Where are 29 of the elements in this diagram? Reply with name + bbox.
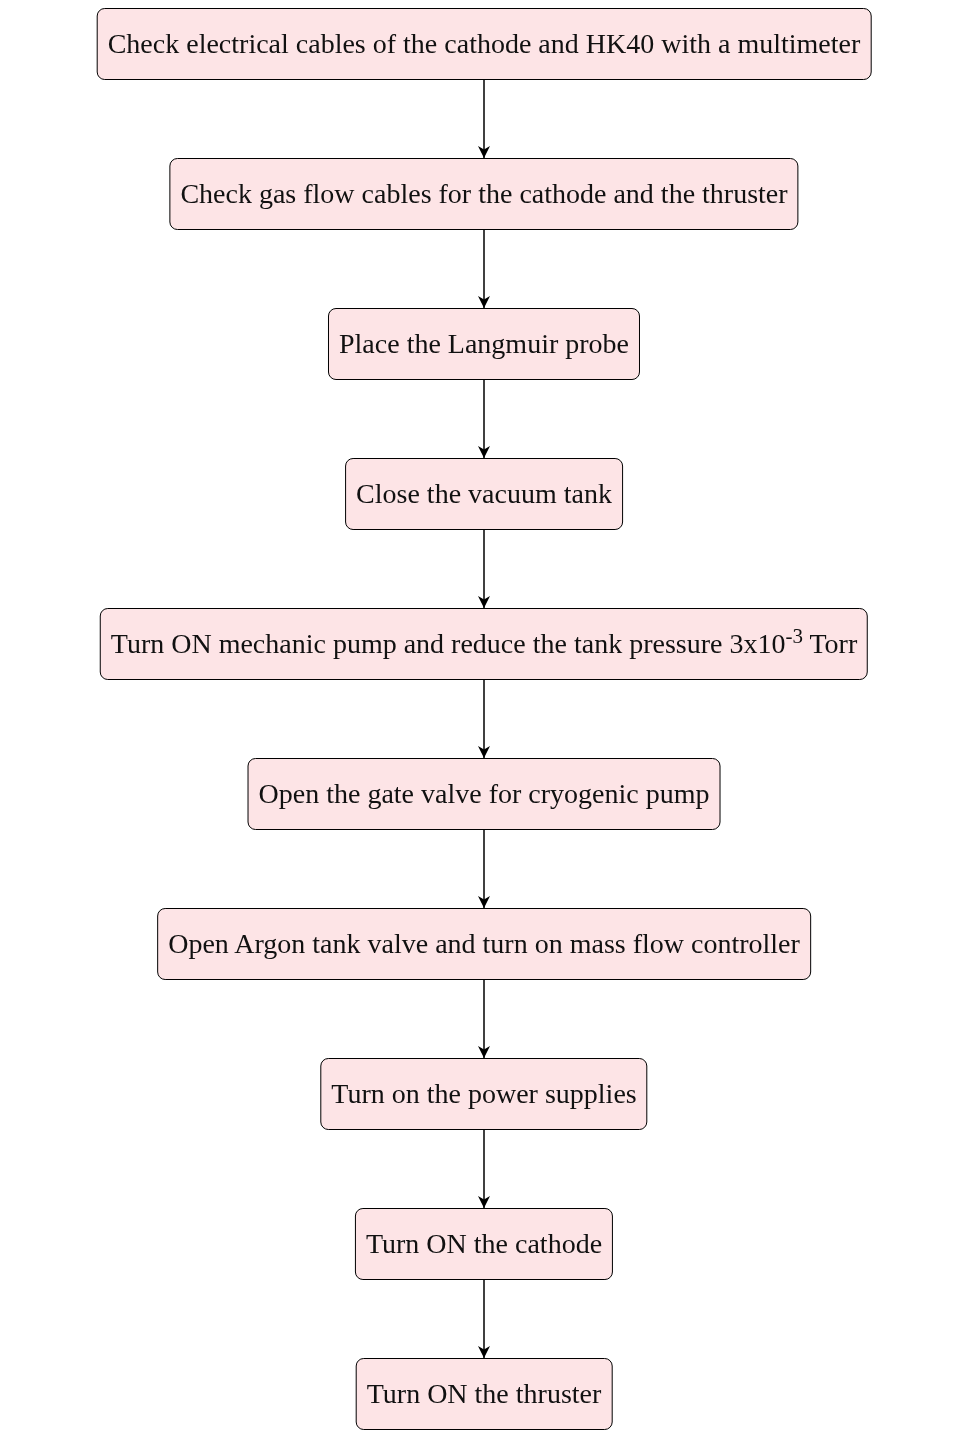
process-box: [328, 308, 640, 380]
process-box: [320, 1058, 648, 1130]
process-box: [355, 1358, 613, 1430]
step-text: Place the Langmuir probe: [339, 327, 629, 361]
arrow: [478, 679, 490, 759]
step-text: Open Argon tank valve and turn on mass flow controller: [168, 927, 800, 961]
arrow: [478, 1279, 490, 1359]
step-text: Turn on the power supplies: [331, 1077, 637, 1111]
step-text: Check electrical cables of the cathode and HK40 with a multimeter: [107, 27, 861, 61]
process-box: [157, 908, 811, 980]
arrow: [478, 1129, 490, 1209]
process-box: [345, 458, 623, 530]
process-box: [99, 608, 869, 680]
step-text: Check gas flow cables for the cathode and the thruster: [180, 177, 788, 211]
process-box: [247, 758, 721, 830]
step-text: Turn ON mechanic pump and reduce the tank pressure 3x10$^{-3}$ Torr: [110, 623, 858, 661]
process-box: [354, 1208, 614, 1280]
arrow: [478, 229, 490, 309]
process-box: [96, 8, 872, 80]
step-text: Turn ON the thruster: [366, 1377, 602, 1411]
process-box: [169, 158, 799, 230]
step-text: Turn ON the cathode: [365, 1227, 603, 1261]
step-text: Close the vacuum tank: [356, 477, 612, 511]
arrow: [478, 79, 490, 159]
arrow: [478, 829, 490, 909]
arrow: [478, 979, 490, 1059]
arrow: [478, 379, 490, 459]
arrow: [478, 529, 490, 609]
step-text: Open the gate valve for cryogenic pump: [258, 777, 710, 811]
